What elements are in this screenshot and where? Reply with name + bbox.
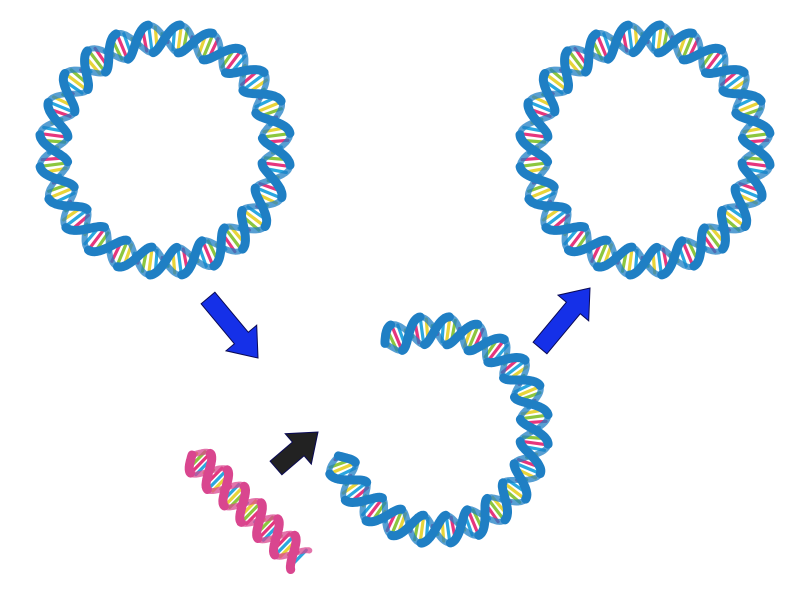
base-pair: [740, 132, 772, 139]
base-pair: [86, 48, 107, 74]
strand-front: [35, 20, 295, 280]
base-pair: [389, 507, 404, 537]
base-pair: [241, 71, 267, 92]
base-pair: [241, 208, 267, 229]
base-pair: [260, 161, 292, 168]
base-pair: [389, 323, 404, 353]
plasmid-recombinant: [515, 20, 775, 280]
base-pair: [626, 245, 634, 277]
strand-back: [37, 22, 293, 278]
base-pair: [86, 226, 107, 252]
base-pair: [566, 48, 587, 74]
base-pair: [176, 245, 183, 277]
base-pair: [703, 48, 724, 74]
base-pair: [239, 500, 263, 525]
base-pair: [512, 461, 542, 476]
base-pair: [189, 451, 212, 475]
base-pair: [46, 185, 77, 200]
base-pair: [63, 71, 89, 92]
base-pair: [485, 496, 506, 523]
base-pair: [721, 71, 747, 92]
base-pair: [721, 208, 747, 229]
base-pair: [512, 384, 542, 399]
base-pair: [115, 31, 130, 62]
arrow-step-1: [200, 291, 259, 359]
base-pair: [176, 23, 183, 55]
base-pair: [418, 513, 426, 545]
base-pair: [63, 208, 89, 229]
base-pair: [147, 23, 154, 55]
base-pair: [38, 132, 70, 139]
base-pair: [680, 31, 695, 62]
base-pair: [418, 315, 426, 347]
base-pair: [253, 100, 283, 115]
base-pair: [223, 48, 244, 74]
base-pair: [501, 480, 528, 501]
strand-front: [201, 448, 284, 560]
base-pair: [222, 484, 246, 508]
strand-back: [517, 22, 773, 278]
base-pair: [485, 338, 506, 364]
base-pair: [526, 100, 557, 115]
arrows: [200, 287, 591, 476]
base-pair: [595, 238, 610, 268]
strand-front: [333, 312, 553, 548]
base-pair: [343, 480, 369, 501]
base-pair: [466, 507, 481, 537]
base-pair: [518, 161, 550, 168]
base-pair: [543, 71, 569, 92]
base-pair: [256, 517, 280, 541]
strand-front: [515, 20, 775, 280]
base-pair: [223, 226, 244, 252]
base-pair: [518, 439, 550, 447]
strand-front: [184, 450, 301, 574]
plasmid-original: [35, 20, 295, 280]
base-pair: [595, 31, 610, 62]
base-pair: [206, 468, 229, 492]
base-pair: [518, 413, 550, 421]
insert-fragment: [184, 448, 313, 574]
strand-back: [326, 314, 551, 546]
base-pair: [733, 185, 764, 200]
base-pair: [46, 100, 77, 115]
base-pair: [740, 161, 772, 168]
base-pair: [566, 226, 587, 252]
base-pair: [703, 226, 724, 252]
base-pair: [466, 323, 481, 353]
strand-back: [37, 22, 293, 278]
base-pair: [518, 132, 550, 139]
base-pair: [328, 461, 358, 476]
base-pair: [253, 185, 283, 200]
base-pair: [38, 161, 70, 168]
arrow-step-2: [532, 287, 591, 355]
base-pair: [656, 245, 664, 277]
base-pair: [444, 315, 452, 347]
base-pair: [626, 23, 634, 55]
base-pair: [273, 533, 297, 557]
strand-front: [515, 20, 775, 280]
arrow-insert: [269, 431, 319, 476]
base-pair: [543, 208, 569, 229]
strand-back: [517, 22, 773, 278]
base-pair: [200, 31, 215, 62]
base-pair: [147, 245, 154, 277]
base-pair: [680, 238, 695, 268]
base-pair: [115, 238, 130, 268]
base-pair: [364, 496, 385, 523]
strand-front: [325, 312, 553, 548]
strand-front: [35, 20, 295, 280]
base-pair: [260, 132, 292, 139]
base-pair: [526, 185, 557, 200]
base-pair: [501, 359, 528, 380]
plasmid-opened: [325, 312, 553, 548]
base-pair: [656, 23, 664, 55]
base-pair: [200, 238, 215, 268]
base-pair: [444, 513, 452, 545]
base-pair: [733, 100, 764, 115]
